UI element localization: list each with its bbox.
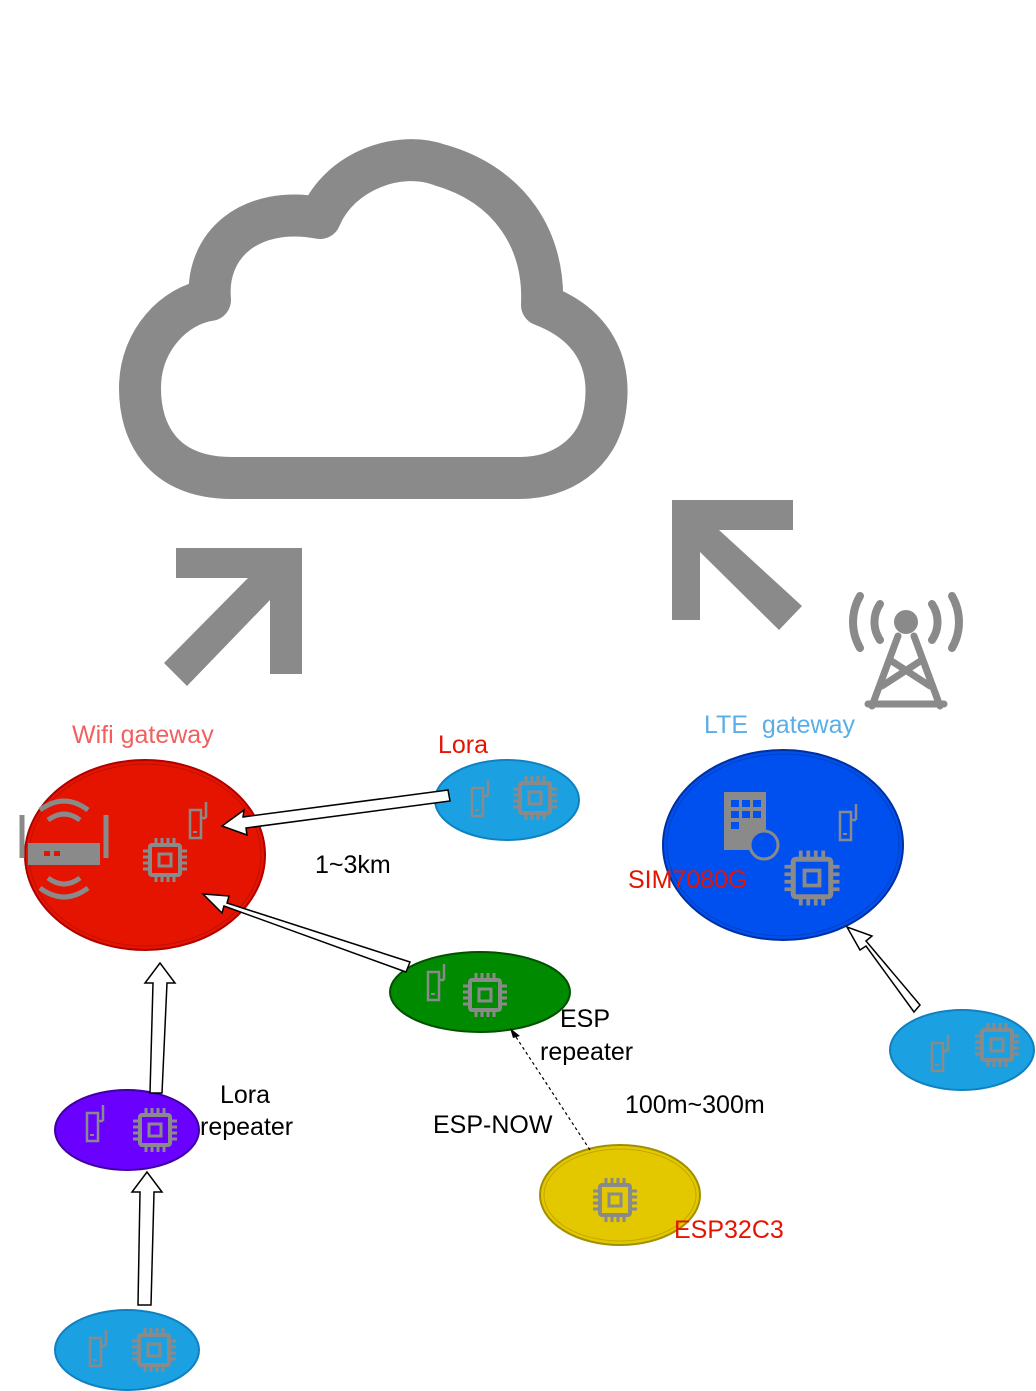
up-right-arrow-icon xyxy=(164,548,302,686)
lora-label: Lora xyxy=(438,731,488,759)
lora-node xyxy=(434,759,580,841)
esp-repeater-label-line1: ESP xyxy=(560,1005,610,1033)
esp32c3-label: ESP32C3 xyxy=(674,1216,784,1244)
lora-end-node xyxy=(54,1309,200,1391)
esp-now-label: ESP-NOW xyxy=(433,1111,553,1139)
lora-range-label: 1~3km xyxy=(315,851,391,879)
up-left-arrow-icon xyxy=(672,500,802,630)
sim-card-icon xyxy=(724,792,780,861)
cell-tower-icon xyxy=(849,592,963,710)
esp32c3-node xyxy=(539,1144,701,1246)
lte-client-node xyxy=(889,1009,1035,1091)
flow-arrow-lora-to-wifi xyxy=(220,789,451,837)
lora-repeater-label-line1: Lora xyxy=(220,1081,270,1109)
esp-now-dotted-arrow xyxy=(510,1028,591,1151)
flow-arrow-end-to-lorarep xyxy=(130,1170,164,1306)
esp-repeater-label-line2: repeater xyxy=(540,1038,633,1066)
lte-gateway-node xyxy=(662,749,904,941)
esp-repeater-node xyxy=(389,951,571,1033)
esp-range-label: 100m~300m xyxy=(625,1091,765,1119)
lte-gateway-label: LTE gateway xyxy=(704,711,856,739)
wifi-gateway-label: Wifi gateway xyxy=(72,721,214,749)
sim-module-label: SIM7080G xyxy=(628,866,748,894)
cloud-icon xyxy=(119,139,628,499)
wifi-router-icon xyxy=(19,798,109,900)
lora-repeater-node xyxy=(54,1089,200,1171)
flow-arrow-esp-to-wifi xyxy=(201,893,411,973)
flow-arrow-client-to-lte xyxy=(845,925,921,1014)
flow-arrow-lorarep-to-wifi xyxy=(143,961,177,1094)
lora-repeater-label-line2: repeater xyxy=(200,1113,293,1141)
wifi-gateway-node xyxy=(19,759,266,951)
